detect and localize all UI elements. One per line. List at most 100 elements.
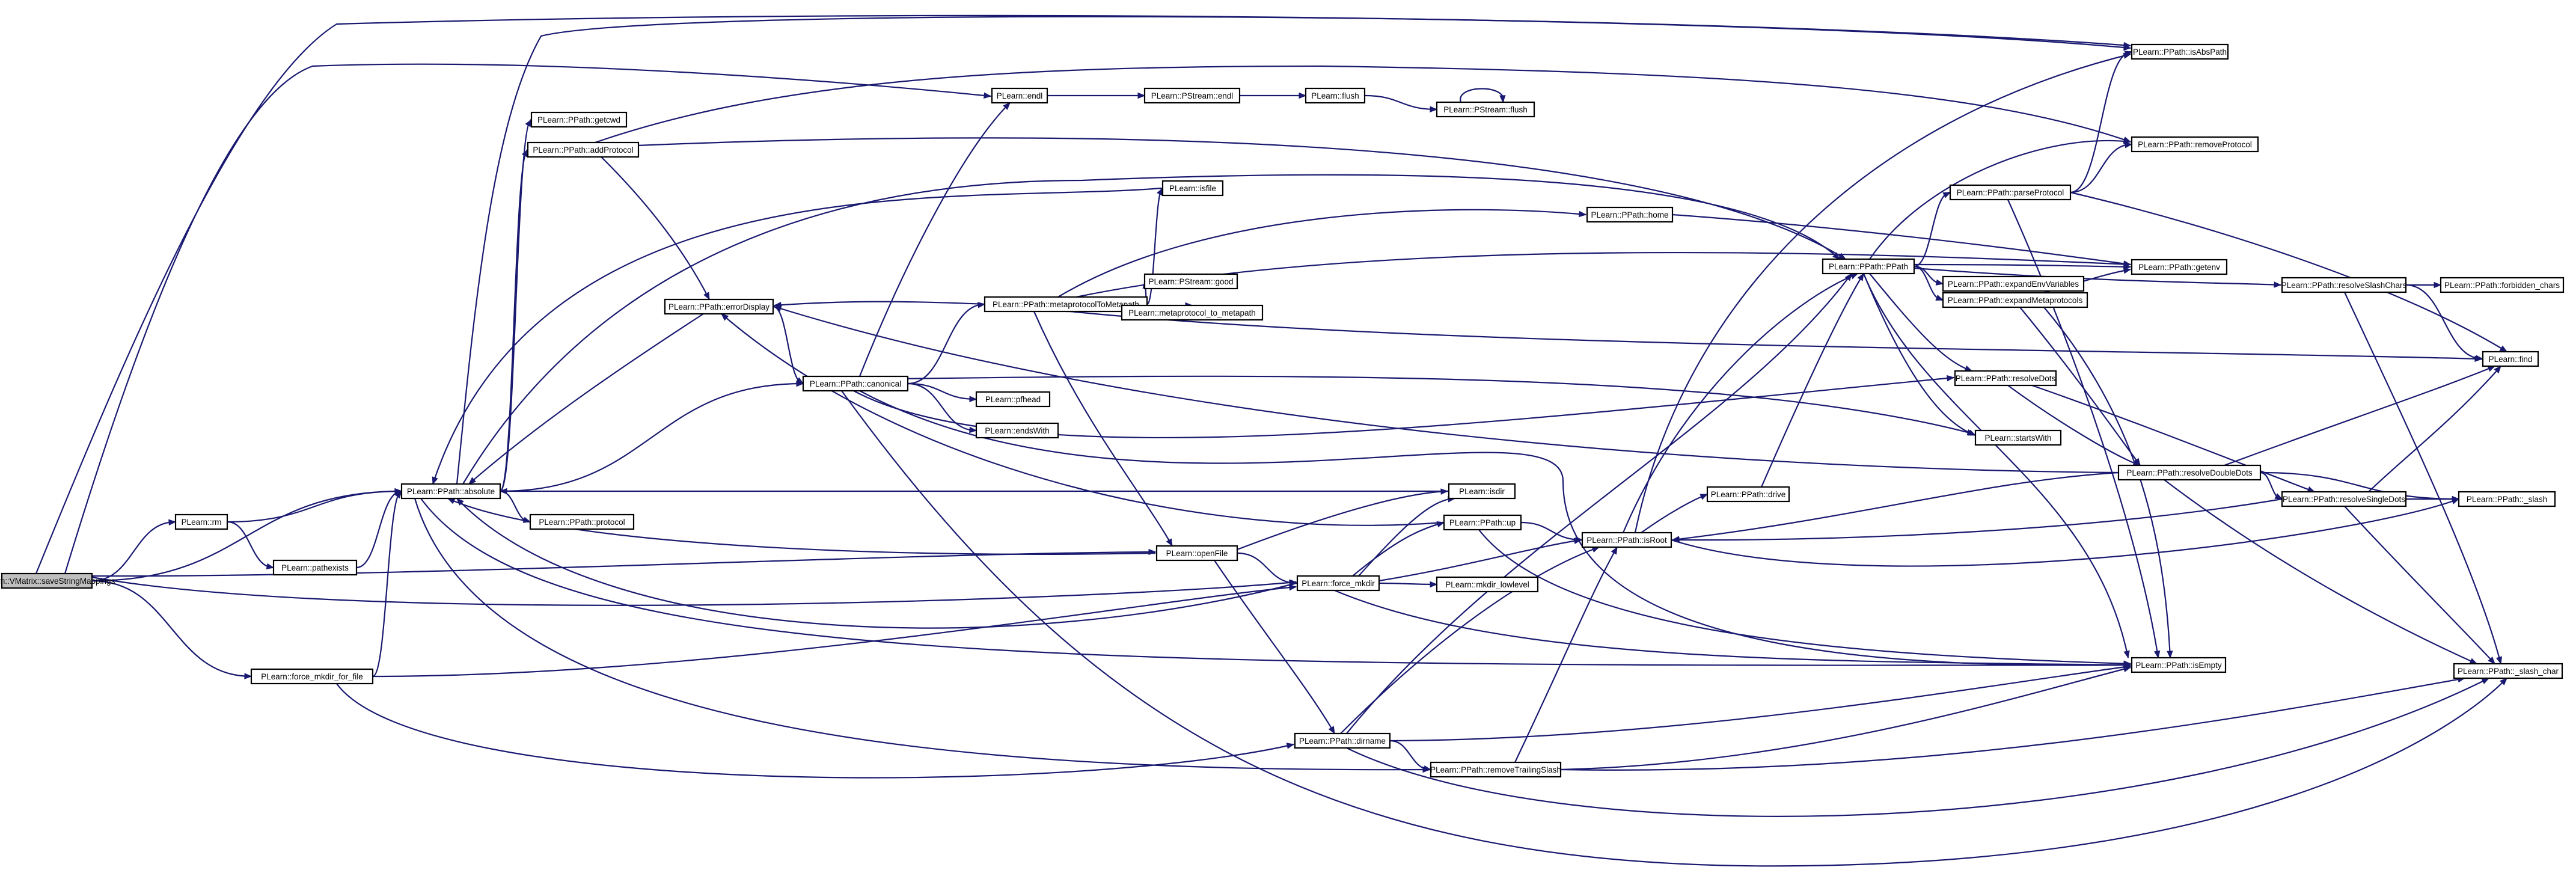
edge-dirname-to-removeTrailingSlash xyxy=(1389,740,1431,771)
node-box xyxy=(1448,483,1516,500)
node-expandMetaprotocols[interactable]: PLearn::PPath::expandMetaprotocols xyxy=(1942,292,2088,308)
node-up[interactable]: PLearn::PPath::up xyxy=(1443,514,1522,531)
node-forbidden_chars[interactable]: PLearn::PPath::forbidden_chars xyxy=(2440,277,2565,293)
edge-arrowhead xyxy=(1436,521,1445,528)
edge-arrowhead xyxy=(2123,268,2132,274)
node-find[interactable]: PLearn::find xyxy=(2482,351,2539,367)
node-resolveDots[interactable]: PLearn::PPath::resolveDots xyxy=(1954,370,2057,387)
edge-arrowhead xyxy=(795,377,804,384)
node-resolveSlashChars[interactable]: PLearn::PPath::resolveSlashChars xyxy=(2281,277,2407,293)
node-isfile[interactable]: PLearn::isfile xyxy=(1161,180,1224,197)
edge-absolute-to-addProtocol xyxy=(499,149,529,492)
edge-arrowhead xyxy=(1947,375,1955,382)
node-pathexists[interactable]: PLearn::pathexists xyxy=(272,559,358,576)
edge-force_mkdir_for_file-to-force_mkdir xyxy=(372,586,1297,678)
node-box xyxy=(2440,277,2565,293)
node-label: PLearn::PPath::drive xyxy=(1711,490,1786,499)
node-dirname[interactable]: PLearn::PPath::dirname xyxy=(1294,732,1391,749)
edge-arrowhead xyxy=(1286,743,1295,749)
node-ppath[interactable]: PLearn::PPath::PPath xyxy=(1822,258,1915,275)
node-home[interactable]: PLearn::PPath::home xyxy=(1586,206,1674,223)
node-label: PLearn::PStream::flush xyxy=(1443,105,1528,114)
edge-absolute-to-getcwd xyxy=(499,118,533,492)
node-isdir[interactable]: PLearn::isdir xyxy=(1448,483,1516,500)
node-box xyxy=(2453,663,2563,679)
node-flush[interactable]: PLearn::flush xyxy=(1305,87,1366,104)
edge-arrowhead xyxy=(1289,584,1297,591)
edge-arrowhead xyxy=(1137,92,1146,99)
edge-metaprotocolToMetapath-to-home xyxy=(1057,209,1586,298)
node-mkdir_lowlevel[interactable]: PLearn::mkdir_lowlevel xyxy=(1436,576,1539,593)
node-slash[interactable]: PLearn::PPath::_slash xyxy=(2458,491,2556,507)
node-force_mkdir_for_file[interactable]: PLearn::force_mkdir_for_file xyxy=(250,668,374,685)
node-box xyxy=(529,513,635,530)
edge-resolveDoubleDots-to-isRoot xyxy=(1672,471,2119,541)
node-force_mkdir[interactable]: PLearn::force_mkdir xyxy=(1296,575,1380,592)
node-addProtocol[interactable]: PLearn::PPath::addProtocol xyxy=(527,141,640,158)
node-box xyxy=(2131,43,2229,60)
node-isEmpty[interactable]: PLearn::PPath::isEmpty xyxy=(2131,657,2227,673)
node-errorDisplay[interactable]: PLearn::PPath::errorDisplay xyxy=(664,298,774,315)
node-label: PLearn::pathexists xyxy=(281,563,349,572)
edge-ppath-to-isEmpty xyxy=(1862,273,2129,658)
edge-resolveSingleDots-to-slash_char xyxy=(2344,506,2495,664)
node-endl[interactable]: PLearn::endl xyxy=(991,87,1048,104)
edge-ppath-to-resolveDots xyxy=(1869,273,1972,372)
edge-arrowhead xyxy=(1003,102,1011,110)
node-getcwd[interactable]: PLearn::PPath::getcwd xyxy=(530,111,628,128)
node-resolveSingleDots[interactable]: PLearn::PPath::resolveSingleDots xyxy=(2281,491,2407,507)
edge-parseProtocol-to-isEmpty xyxy=(2007,199,2159,658)
edge-arrowhead xyxy=(1942,192,1951,198)
edge-ppath-to-removeProtocol xyxy=(1869,139,2131,260)
node-startsWith[interactable]: PLearn::startsWith xyxy=(1974,429,2062,446)
edge-arrowhead xyxy=(2124,51,2133,57)
edge-arrowhead xyxy=(447,498,456,504)
node-getenv[interactable]: PLearn::PPath::getenv xyxy=(2131,259,2228,275)
node-protocol[interactable]: PLearn::PPath::protocol xyxy=(529,513,635,530)
node-box xyxy=(250,668,374,685)
node-box xyxy=(991,87,1048,104)
edge-arrowhead xyxy=(969,396,977,402)
node-box xyxy=(1822,258,1915,275)
node-removeProtocol[interactable]: PLearn::PPath::removeProtocol xyxy=(2131,136,2259,153)
node-pstream_endl[interactable]: PLearn::PStream::endl xyxy=(1143,87,1241,104)
node-metaprotocol_to_metapath[interactable]: PLearn::metaprotocol_to_metapath xyxy=(1121,304,1264,321)
edge-resolveSlashChars-to-slash_char xyxy=(2344,292,2502,664)
node-slash_char[interactable]: PLearn::PPath::_slash_char xyxy=(2453,663,2563,679)
node-resolveDoubleDots[interactable]: PLearn::PPath::resolveDoubleDots xyxy=(2117,464,2262,481)
node-isRoot[interactable]: PLearn::PPath::isRoot xyxy=(1581,531,1672,548)
edge-arrowhead xyxy=(2481,678,2490,684)
edge-force_mkdir_for_file-to-dirname xyxy=(336,683,1294,779)
node-expandEnvVariables[interactable]: PLearn::PPath::expandEnvVariables xyxy=(1942,275,2085,292)
node-pfhead[interactable]: PLearn::pfhead xyxy=(975,391,1051,408)
node-metaprotocolToMetapath[interactable]: PLearn::PPath::metaprotocolToMetapath xyxy=(984,296,1148,313)
node-rm[interactable]: PLearn::rm xyxy=(174,513,228,530)
edge-ppath-to-resolveSlashChars xyxy=(1914,267,2281,286)
node-absolute[interactable]: PLearn::PPath::absolute xyxy=(400,483,501,500)
node-canonical[interactable]: PLearn::PPath::canonical xyxy=(802,375,909,392)
node-isAbsPath[interactable]: PLearn::PPath::isAbsPath xyxy=(2131,43,2229,60)
edge-isRoot-to-drive xyxy=(1641,493,1708,533)
edge-ppath-to-startsWith xyxy=(1862,273,1976,437)
edge-arrowhead xyxy=(1671,536,1680,544)
edge-force_mkdir_for_file-to-absolute xyxy=(372,490,402,678)
node-removeTrailingSlash[interactable]: PLearn::PPath::removeTrailingSlash xyxy=(1430,761,1562,778)
edge-arrowhead xyxy=(1850,273,1859,280)
node-box xyxy=(530,111,628,128)
node-parseProtocol[interactable]: PLearn::PPath::parseProtocol xyxy=(1949,184,2072,201)
edge-arrowhead xyxy=(2123,666,2132,672)
node-box xyxy=(984,296,1148,313)
edge-dirname-to-isEmpty xyxy=(1389,665,2131,742)
node-pstream_good[interactable]: PLearn::PStream::good xyxy=(1143,273,1238,290)
edge-arrowhead xyxy=(2434,281,2442,289)
node-pstream_flush[interactable]: PLearn::PStream::flush xyxy=(1436,101,1535,118)
node-openFile[interactable]: PLearn::openFile xyxy=(1155,545,1238,562)
node-box xyxy=(1294,732,1391,749)
edge-resolveSingleDots-to-isRoot xyxy=(1672,498,2283,541)
edge-arrowhead xyxy=(1423,765,1432,772)
edge-resolveDots-to-resolveDoubleDots xyxy=(2007,385,2141,467)
node-endsWith[interactable]: PLearn::endsWith xyxy=(975,422,1059,439)
edge-metaprotocolToMetapath-to-openFile xyxy=(1033,311,1173,547)
node-label: PLearn::startsWith xyxy=(1984,433,2051,443)
node-drive[interactable]: PLearn::PPath::drive xyxy=(1706,486,1790,503)
